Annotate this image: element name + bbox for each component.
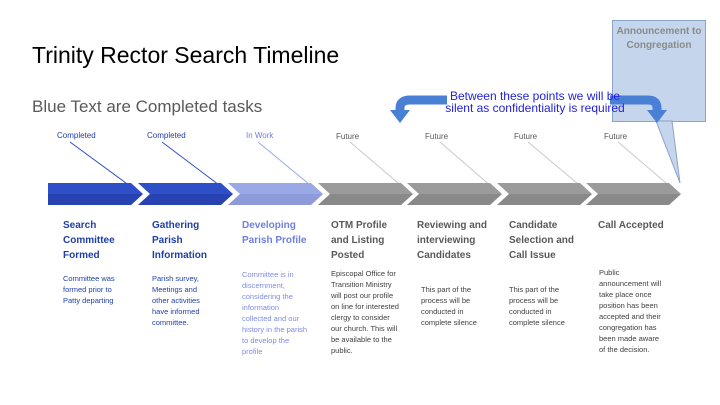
- stage-title-3: Developing Parish Profile: [242, 220, 307, 246]
- announcement-label: Announcement to Congregation: [616, 26, 702, 51]
- status-label-6: Future: [514, 132, 538, 141]
- stage-title-4: OTM Profile and Listing Posted: [331, 220, 388, 261]
- stage-desc-7: Public announcement will take place once…: [599, 268, 662, 354]
- status-label-7: Future: [604, 132, 628, 141]
- page-title: Trinity Rector Search Timeline: [32, 42, 340, 68]
- stage-desc-6: This part of the process will be conduct…: [509, 285, 565, 327]
- status-label-4: Future: [336, 132, 360, 141]
- timeline-chevron-shade-3: [228, 194, 323, 205]
- stage-desc-2: Parish survey, Meetings and other activi…: [152, 274, 200, 327]
- stage-title-6: Candidate Selection and Call Issue: [509, 220, 575, 261]
- status-label-2: Completed: [147, 131, 186, 140]
- status-label-3: In Work: [246, 131, 274, 140]
- curved-arrow-left-icon: [390, 95, 447, 123]
- stage-desc-1: Committee was formed prior to Patty depa…: [63, 274, 115, 305]
- status-label-1: Completed: [57, 131, 96, 140]
- announcement-pointer: [655, 120, 681, 184]
- page-subtitle: Blue Text are Completed tasks: [32, 97, 263, 116]
- stage-title-7: Call Accepted: [598, 220, 664, 231]
- stage-desc-3: Committee is in discernment, considering…: [242, 270, 308, 356]
- curved-arrow-right-icon: [610, 95, 667, 123]
- stage-title-2: Gathering Parish Information: [152, 220, 207, 261]
- timeline-chevron-shade-4: [318, 194, 413, 205]
- stage-title-1: Search Committee Formed: [63, 220, 115, 261]
- timeline-chevron-shade-1: [48, 194, 143, 205]
- silent-period-note: Between these points we will be silent a…: [445, 89, 625, 115]
- stage-title-5: Reviewing and interviewing Candidates: [417, 220, 488, 261]
- status-label-5: Future: [425, 132, 449, 141]
- timeline-chevron-shade-7: [586, 194, 681, 205]
- timeline-chevrons: [48, 183, 681, 205]
- stage-desc-4: Episcopal Office for Transition Ministry…: [331, 269, 399, 355]
- timeline-chevron-shade-2: [138, 194, 233, 205]
- timeline-chevron-shade-6: [497, 194, 592, 205]
- timeline-chevron-shade-5: [407, 194, 502, 205]
- stage-desc-5: This part of the process will be conduct…: [421, 285, 477, 327]
